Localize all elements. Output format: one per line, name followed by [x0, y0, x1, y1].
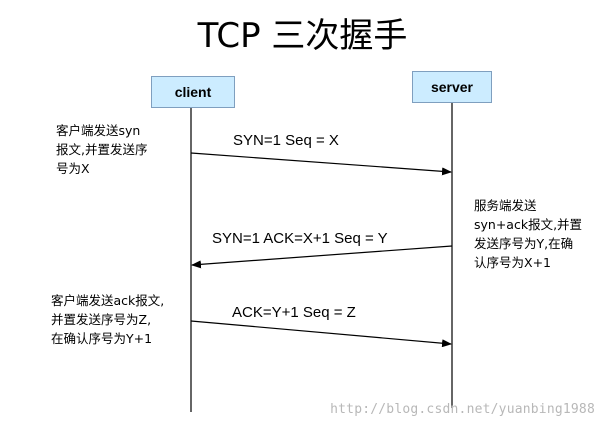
note-line: 认序号为X+1	[474, 255, 551, 270]
watermark-url: http://blog.csdn.net/yuanbing1988	[330, 402, 595, 417]
message-syn-label: SYN=1 Seq = X	[233, 132, 339, 149]
note-line: 客户端发送syn	[56, 123, 141, 138]
note-line: 在确认序号为Y+1	[51, 331, 153, 346]
note-line: 报文,并置发送序	[56, 142, 148, 157]
note-line: 发送序号为Y,在确	[474, 236, 574, 251]
message-syn-ack-label: SYN=1 ACK=X+1 Seq = Y	[212, 230, 388, 247]
server-actor-box: server	[412, 71, 492, 103]
message-ack-label: ACK=Y+1 Seq = Z	[232, 304, 356, 321]
arrow-syn	[190, 152, 452, 176]
note-server-send-synack: 服务端发送 syn+ack报文,并置 发送序号为Y,在确 认序号为X+1	[474, 196, 582, 272]
client-actor-box: client	[151, 76, 235, 108]
diagram-title: TCP 三次握手	[197, 16, 408, 56]
note-client-send-syn: 客户端发送syn 报文,并置发送序 号为X	[56, 121, 147, 178]
note-client-send-ack: 客户端发送ack报文, 并置发送序号为Z, 在确认序号为Y+1	[51, 291, 164, 348]
note-line: 并置发送序号为Z,	[51, 312, 152, 327]
note-line: 服务端发送	[474, 198, 537, 213]
arrow-ack	[190, 320, 452, 348]
note-line: 号为X	[56, 161, 90, 176]
arrow-syn-ack	[191, 245, 453, 269]
note-line: syn+ack报文,并置	[474, 217, 583, 232]
note-line: 客户端发送ack报文,	[51, 293, 165, 308]
